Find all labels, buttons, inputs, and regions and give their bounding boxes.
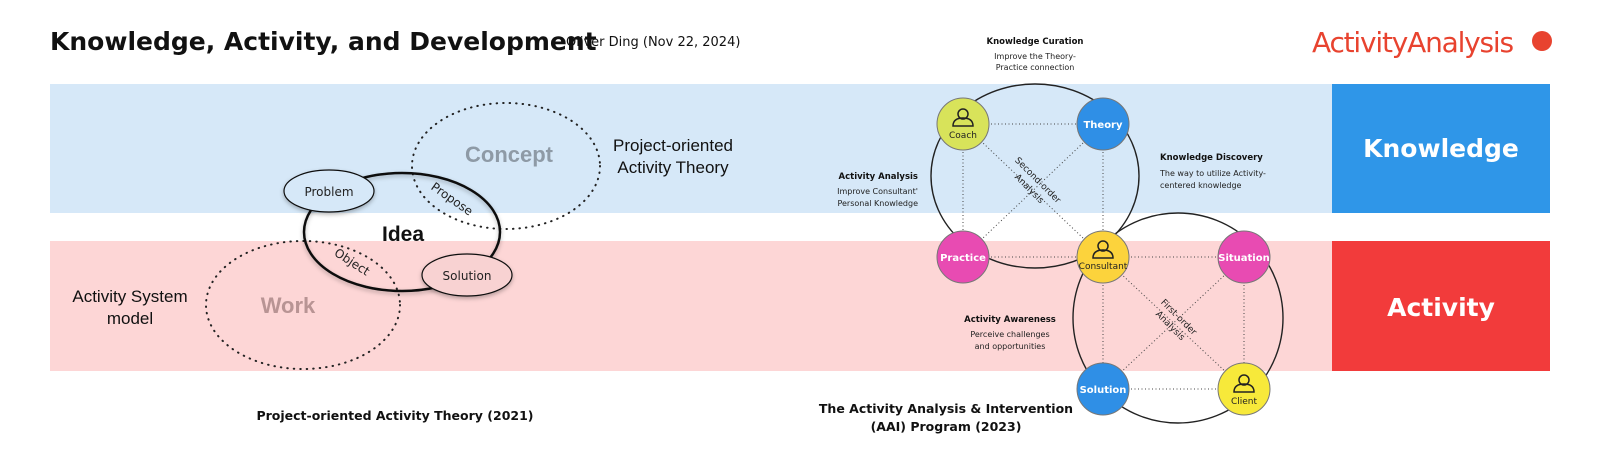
first-order-circle — [1072, 212, 1284, 424]
node-consultant: Consultant — [1076, 230, 1130, 284]
activity-awareness-line2: and opportunities — [975, 342, 1046, 351]
knowledge-label: Knowledge — [1363, 134, 1519, 163]
knowledge-curation-line2: Practice connection — [996, 63, 1075, 72]
activity-analysis-note: Activity Analysis Improve Consultant' Pe… — [837, 172, 918, 208]
knowledge-label-box — [1332, 84, 1550, 213]
poat-label-line1: Project-oriented — [613, 136, 733, 155]
second-order-circle — [930, 83, 1140, 269]
knowledge-discovery-line1: The way to utilize Activity- — [1159, 169, 1266, 178]
activity-awareness-title: Activity Awareness — [964, 315, 1056, 325]
practice-label: Practice — [940, 253, 986, 264]
page-title: Knowledge, Activity, and Development — [50, 27, 597, 56]
node-client: Client — [1217, 362, 1271, 416]
brand-logo-dot-icon — [1532, 31, 1552, 51]
solution-node-label: Solution — [1080, 385, 1127, 396]
problem-oval — [283, 169, 375, 213]
situation-label: Situation — [1218, 253, 1269, 264]
client-label: Client — [1231, 397, 1258, 407]
node-theory: Theory — [1076, 97, 1130, 151]
activity-awareness-line1: Perceive challenges — [970, 330, 1049, 339]
as-model-label-line2: model — [107, 309, 153, 328]
activity-band — [50, 241, 1332, 371]
concept-label: Concept — [465, 142, 554, 167]
knowledge-discovery-note: Knowledge Discovery The way to utilize A… — [1159, 153, 1266, 190]
solution-label: Solution — [443, 269, 492, 283]
second-order-links — [962, 123, 1104, 258]
person-icon — [1233, 374, 1255, 393]
person-icon — [1092, 240, 1114, 259]
problem-label: Problem — [304, 185, 353, 199]
poat-model: Concept Work Idea Problem Solution Propo… — [72, 102, 733, 423]
knowledge-discovery-title: Knowledge Discovery — [1160, 153, 1263, 163]
activity-label-box — [1332, 241, 1550, 371]
poat-label-line2: Activity Theory — [617, 158, 729, 177]
node-solution: Solution — [1076, 362, 1130, 416]
activity-analysis-line1: Improve Consultant' — [837, 187, 918, 196]
coach-label: Coach — [949, 131, 977, 141]
theory-label: Theory — [1083, 120, 1123, 131]
solution-oval — [421, 253, 513, 297]
work-label: Work — [261, 293, 316, 318]
idea-circle — [302, 171, 502, 293]
poat-caption: Project-oriented Activity Theory (2021) — [256, 408, 533, 423]
consultant-label: Consultant — [1079, 262, 1128, 272]
activity-analysis-title: Activity Analysis — [839, 172, 918, 182]
activity-awareness-note: Activity Awareness Perceive challenges a… — [964, 315, 1056, 351]
brand-logo-text: ActivityAnalysis — [1312, 26, 1513, 59]
node-situation: Situation — [1217, 230, 1271, 284]
knowledge-curation-title: Knowledge Curation — [987, 37, 1084, 47]
person-icon — [952, 108, 974, 127]
aai-caption-line1: The Activity Analysis & Intervention — [819, 401, 1073, 416]
node-coach: Coach — [936, 97, 990, 151]
aai-caption-line2: (AAI) Program (2023) — [871, 419, 1022, 434]
knowledge-curation-line1: Improve the Theory- — [994, 52, 1076, 61]
knowledge-discovery-line2: centered knowledge — [1160, 181, 1242, 190]
node-practice: Practice — [936, 230, 990, 284]
author-date: Oliver Ding (Nov 22, 2024) — [566, 35, 740, 50]
work-dotted-circle — [205, 240, 401, 370]
activity-analysis-line2: Personal Knowledge — [837, 199, 918, 208]
idea-label: Idea — [382, 223, 424, 246]
activity-label: Activity — [1387, 293, 1495, 322]
concept-dotted-circle — [411, 102, 601, 230]
knowledge-curation-note: Knowledge Curation Improve the Theory- P… — [987, 37, 1084, 72]
as-model-label-line1: Activity System — [72, 287, 187, 306]
